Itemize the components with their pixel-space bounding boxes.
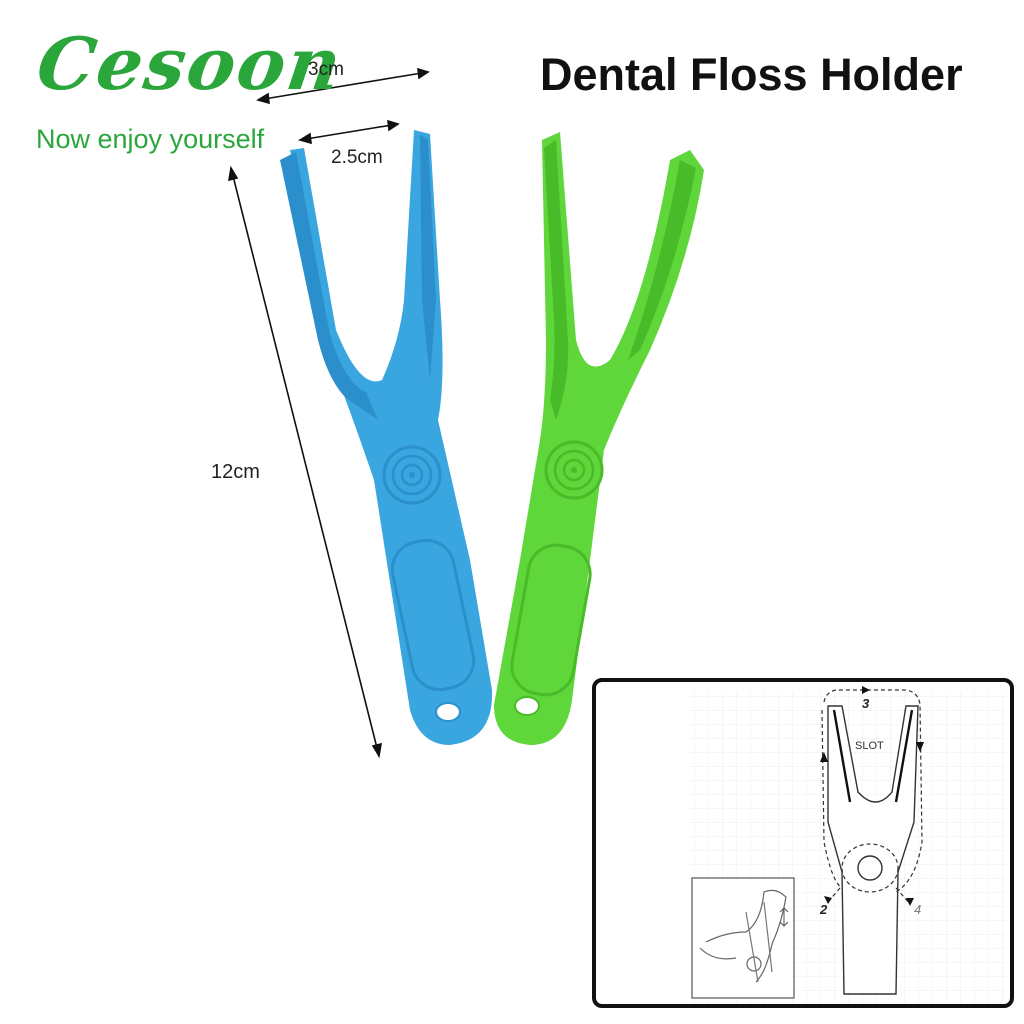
green-floss-holder	[494, 132, 704, 745]
dimension-length: 12cm	[211, 461, 260, 483]
usage-diagram	[686, 686, 1006, 1004]
page-title: Dental Floss Holder	[540, 49, 963, 100]
dimension-arrows	[228, 67, 430, 759]
slot-label: SLOT	[855, 740, 884, 752]
step-number-2: 2	[820, 902, 828, 917]
brand-logo: Cesoon	[32, 21, 349, 106]
brand-tagline: Now enjoy yourself	[36, 124, 265, 154]
step-number-4: 4	[914, 902, 922, 917]
dimension-width-inner: 2.5cm	[331, 147, 383, 168]
blue-floss-holder	[280, 130, 493, 745]
usage-diagram-inset: SLOT 2 3 4	[592, 678, 1014, 1008]
dimension-width-outer: 3cm	[308, 59, 344, 80]
step-number-3: 3	[862, 696, 870, 711]
